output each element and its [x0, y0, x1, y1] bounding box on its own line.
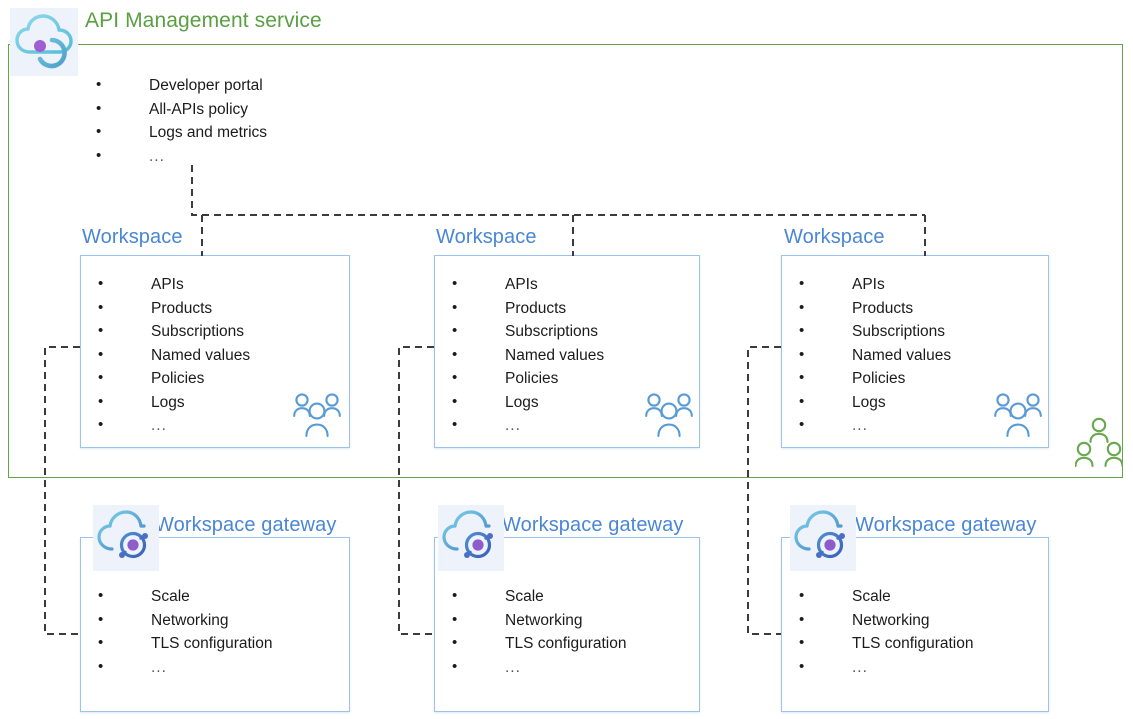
- workspace-3-title: Workspace: [784, 226, 885, 248]
- list-item: ...: [98, 655, 273, 680]
- list-item: TLS configuration: [98, 631, 273, 656]
- people-group-icon: [1075, 415, 1123, 473]
- list-item: Logs and metrics: [96, 120, 267, 145]
- list-item: Subscriptions: [799, 319, 951, 344]
- list-item: Named values: [452, 343, 604, 368]
- list-item: Products: [452, 296, 604, 321]
- api-management-service-title: API Management service: [85, 9, 322, 32]
- service-bullet-list: Developer portal All-APIs policy Logs an…: [96, 73, 267, 169]
- list-item: Products: [799, 296, 951, 321]
- api-management-service-container: [8, 44, 1123, 478]
- people-group-icon: [993, 392, 1043, 440]
- gateway-cloud-icon: [93, 505, 159, 571]
- list-item: APIs: [799, 272, 951, 297]
- list-item: Logs: [98, 390, 250, 415]
- list-item: Developer portal: [96, 73, 267, 98]
- list-item: Scale: [98, 584, 273, 609]
- people-group-icon: [644, 392, 694, 440]
- people-group-icon: [292, 392, 342, 440]
- workspace-gateway-1-bullet-list: Scale Networking TLS configuration ...: [98, 584, 273, 680]
- list-item: Subscriptions: [452, 319, 604, 344]
- list-item: ...: [799, 655, 974, 680]
- list-item: APIs: [98, 272, 250, 297]
- list-item: Policies: [452, 366, 604, 391]
- list-item: ...: [452, 413, 604, 438]
- list-item: Scale: [799, 584, 974, 609]
- list-item: Networking: [799, 608, 974, 633]
- workspace-gateway-3-bullet-list: Scale Networking TLS configuration ...: [799, 584, 974, 680]
- workspace-gateway-3-title: Workspace gateway: [855, 514, 1037, 536]
- list-item: Products: [98, 296, 250, 321]
- list-item: ...: [96, 144, 267, 169]
- list-item: Logs: [452, 390, 604, 415]
- list-item: Subscriptions: [98, 319, 250, 344]
- list-item: APIs: [452, 272, 604, 297]
- list-item: ...: [452, 655, 627, 680]
- workspace-1-title: Workspace: [82, 226, 183, 248]
- workspace-gateway-2-title: Workspace gateway: [502, 514, 684, 536]
- list-item: ...: [98, 413, 250, 438]
- workspace-2-title: Workspace: [436, 226, 537, 248]
- gateway-cloud-icon: [790, 505, 856, 571]
- workspace-2-bullet-list: APIs Products Subscriptions Named values…: [452, 272, 604, 438]
- list-item: Scale: [452, 584, 627, 609]
- list-item: Named values: [98, 343, 250, 368]
- list-item: Policies: [98, 366, 250, 391]
- list-item: TLS configuration: [799, 631, 974, 656]
- list-item: Policies: [799, 366, 951, 391]
- list-item: Named values: [799, 343, 951, 368]
- list-item: All-APIs policy: [96, 97, 267, 122]
- list-item: Logs: [799, 390, 951, 415]
- gateway-cloud-icon: [438, 505, 504, 571]
- workspace-1-bullet-list: APIs Products Subscriptions Named values…: [98, 272, 250, 438]
- apim-cloud-icon: [10, 8, 78, 76]
- list-item: Networking: [98, 608, 273, 633]
- workspace-gateway-1-title: Workspace gateway: [155, 514, 337, 536]
- workspace-3-bullet-list: APIs Products Subscriptions Named values…: [799, 272, 951, 438]
- list-item: ...: [799, 413, 951, 438]
- list-item: TLS configuration: [452, 631, 627, 656]
- list-item: Networking: [452, 608, 627, 633]
- workspace-gateway-2-bullet-list: Scale Networking TLS configuration ...: [452, 584, 627, 680]
